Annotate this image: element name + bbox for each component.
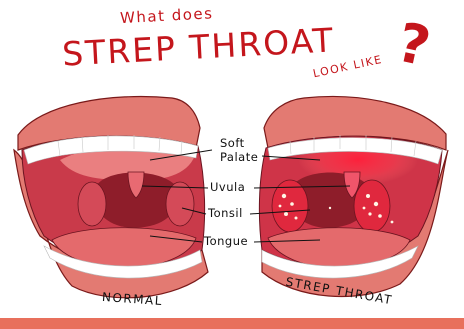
- footer-bar: [0, 318, 464, 329]
- label-soft: Soft: [220, 136, 245, 150]
- normal-tonsil-right: [166, 182, 194, 226]
- strep-mouth: [259, 97, 448, 297]
- normal-tonsil-left: [78, 182, 106, 226]
- label-uvula: Uvula: [210, 180, 245, 194]
- label-tonsil: Tonsil: [208, 206, 243, 220]
- strep-tonsil-right: [354, 180, 390, 232]
- label-tongue: Tongue: [204, 234, 248, 248]
- label-palate: Palate: [220, 150, 258, 164]
- normal-mouth: [14, 97, 208, 298]
